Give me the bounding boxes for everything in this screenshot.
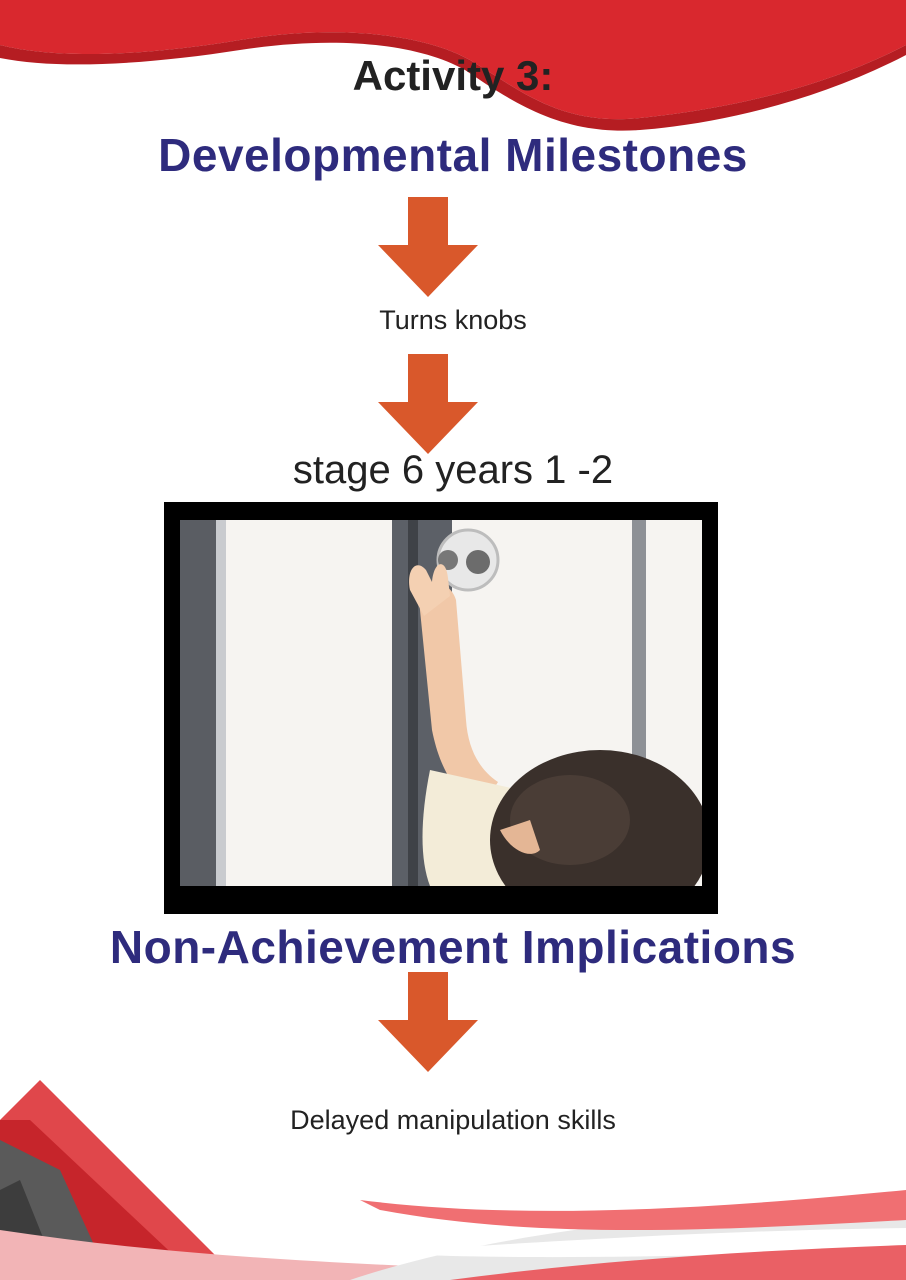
down-arrow-icon <box>378 354 478 454</box>
activity-label: Activity 3: <box>352 52 554 99</box>
implication-caption: Delayed manipulation skills <box>290 1105 616 1135</box>
milestone-caption: Turns knobs <box>379 305 527 335</box>
child-reaching-door-knob-icon <box>180 520 702 886</box>
stage-label: stage 6 years 1 -2 <box>292 448 614 492</box>
down-arrow-icon <box>378 972 478 1072</box>
down-arrow-icon <box>378 197 478 297</box>
photo-frame <box>164 502 718 914</box>
bottom-wave-decoration <box>0 1080 906 1280</box>
heading-milestones: Developmental Milestones <box>158 129 748 181</box>
heading-implications: Non-Achievement Implications <box>109 921 797 973</box>
child-reaching-door-knob-photo <box>180 520 702 886</box>
top-ribbon-decoration <box>0 0 906 131</box>
